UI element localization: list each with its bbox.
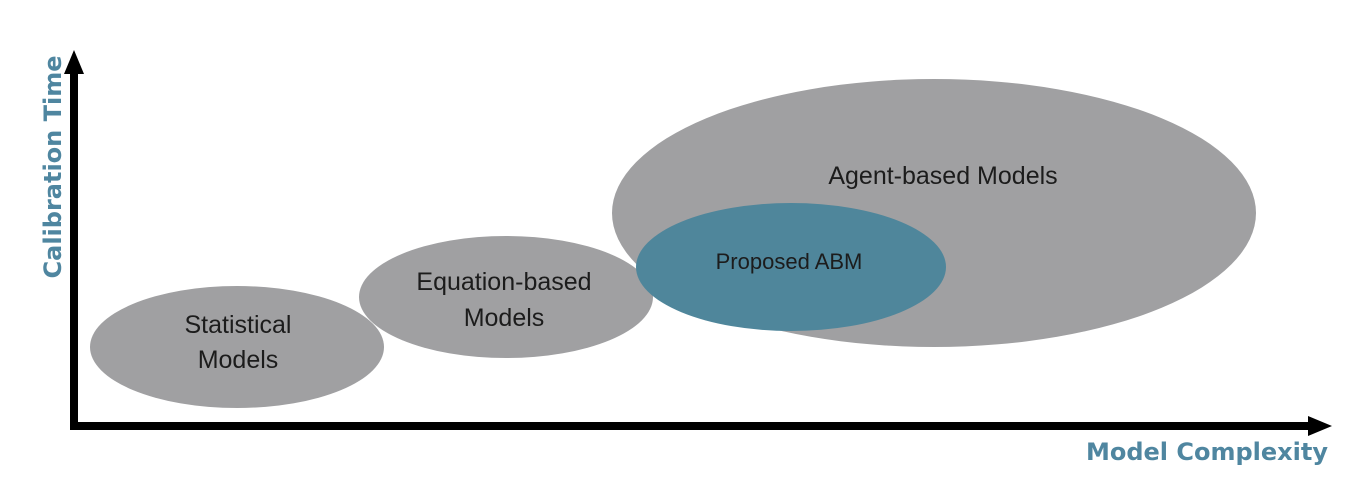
y-axis-arrowhead-icon <box>64 50 84 74</box>
proposed-abm-label: Proposed ABM <box>716 249 863 274</box>
statistical-models-label-line1: Statistical <box>185 311 292 339</box>
proposed-abm-bubble <box>636 203 946 331</box>
x-axis-arrowhead-icon <box>1308 416 1332 436</box>
equation-based-models-label-line2: Models <box>464 304 545 332</box>
agent-based-models-label: Agent-based Models <box>828 162 1057 190</box>
equation-based-models-label-line1: Equation-based <box>416 268 591 296</box>
x-axis-label: Model Complexity <box>1086 438 1328 466</box>
y-axis-label: Calibration Time <box>39 56 67 279</box>
statistical-models-label-line2: Models <box>198 346 279 374</box>
statistical-models-bubble <box>90 286 384 408</box>
equation-based-models-bubble <box>359 236 653 358</box>
